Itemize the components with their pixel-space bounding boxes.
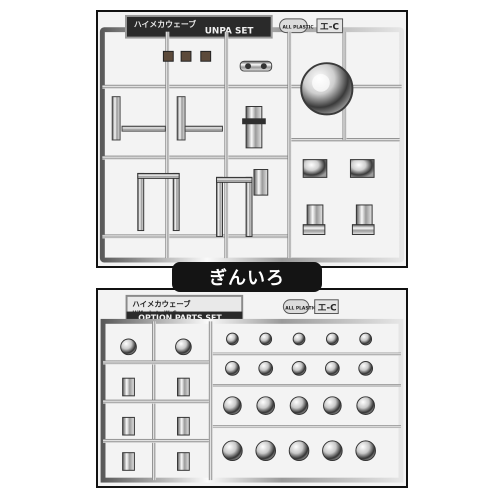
set-name-text: OPTION PARTS SET	[138, 313, 222, 322]
badge-text: ALL PLASTIC	[283, 25, 314, 31]
badge-text: ALL PLASTIC	[285, 306, 316, 312]
bottom-sprue-image: ハイメカウェーブ HiMechatroWeGo OPTION PARTS SET…	[100, 294, 404, 483]
ball-joint-grid	[222, 332, 376, 462]
logo-text: ハイメカウェーブ	[134, 19, 196, 29]
top-sprue-image: ハイメカウェーブ UNPA SET ALL PLASTIC エ-C	[99, 14, 405, 263]
badge-plate	[279, 18, 308, 34]
code-plate	[316, 18, 344, 34]
set-name-text: UNPA SET	[205, 27, 254, 37]
code-text: エ-C	[320, 23, 339, 33]
logo-plate	[124, 14, 273, 39]
color-caption: ぎんいろ	[172, 262, 322, 292]
code-text: エ-C	[318, 304, 337, 314]
top-sprue-panel: ハイメカウェーブ UNPA SET ALL PLASTIC エ-C	[96, 10, 408, 268]
bottom-sprue-panel: ハイメカウェーブ HiMechatroWeGo OPTION PARTS SET…	[96, 288, 408, 488]
code-plate	[314, 299, 339, 315]
logo-text: ハイメカウェーブ	[132, 300, 191, 309]
badge-plate	[282, 299, 310, 315]
